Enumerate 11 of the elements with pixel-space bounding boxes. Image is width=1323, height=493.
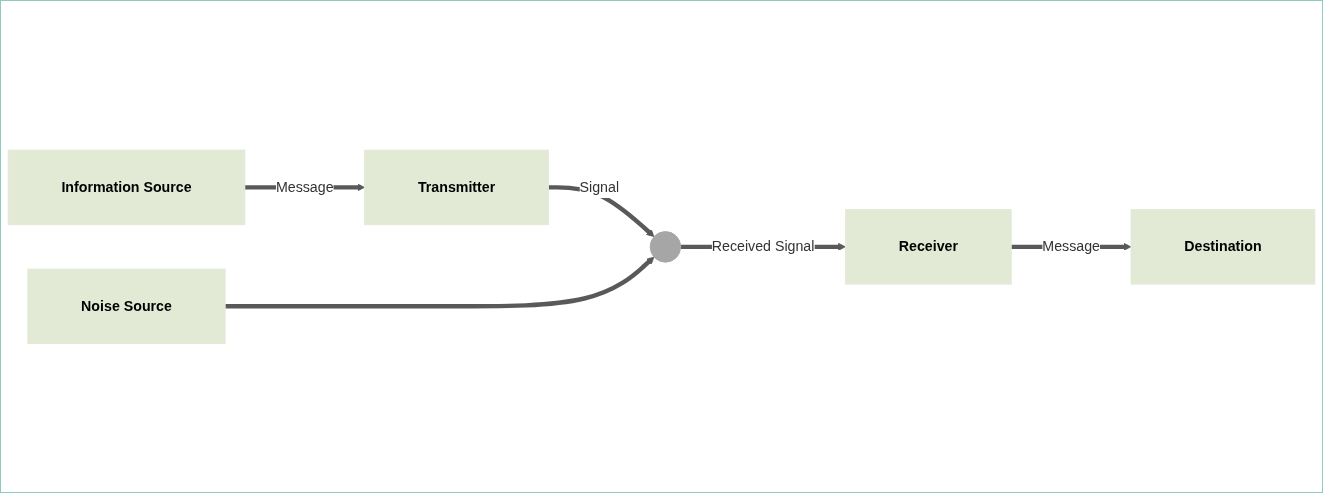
node-box: Receiver <box>845 208 1012 285</box>
node-box: Transmitter <box>364 149 549 225</box>
node-box: Information Source <box>7 149 246 225</box>
edge-label: Received Signal <box>711 238 815 254</box>
arrow <box>225 256 655 309</box>
edge-label: Message <box>1042 238 1100 254</box>
node-circle <box>649 230 682 263</box>
node-box: Noise Source <box>27 268 226 344</box>
edge-label: Message <box>275 179 334 195</box>
edge-label: Signal <box>579 179 620 195</box>
node-box: Destination <box>1130 208 1316 285</box>
